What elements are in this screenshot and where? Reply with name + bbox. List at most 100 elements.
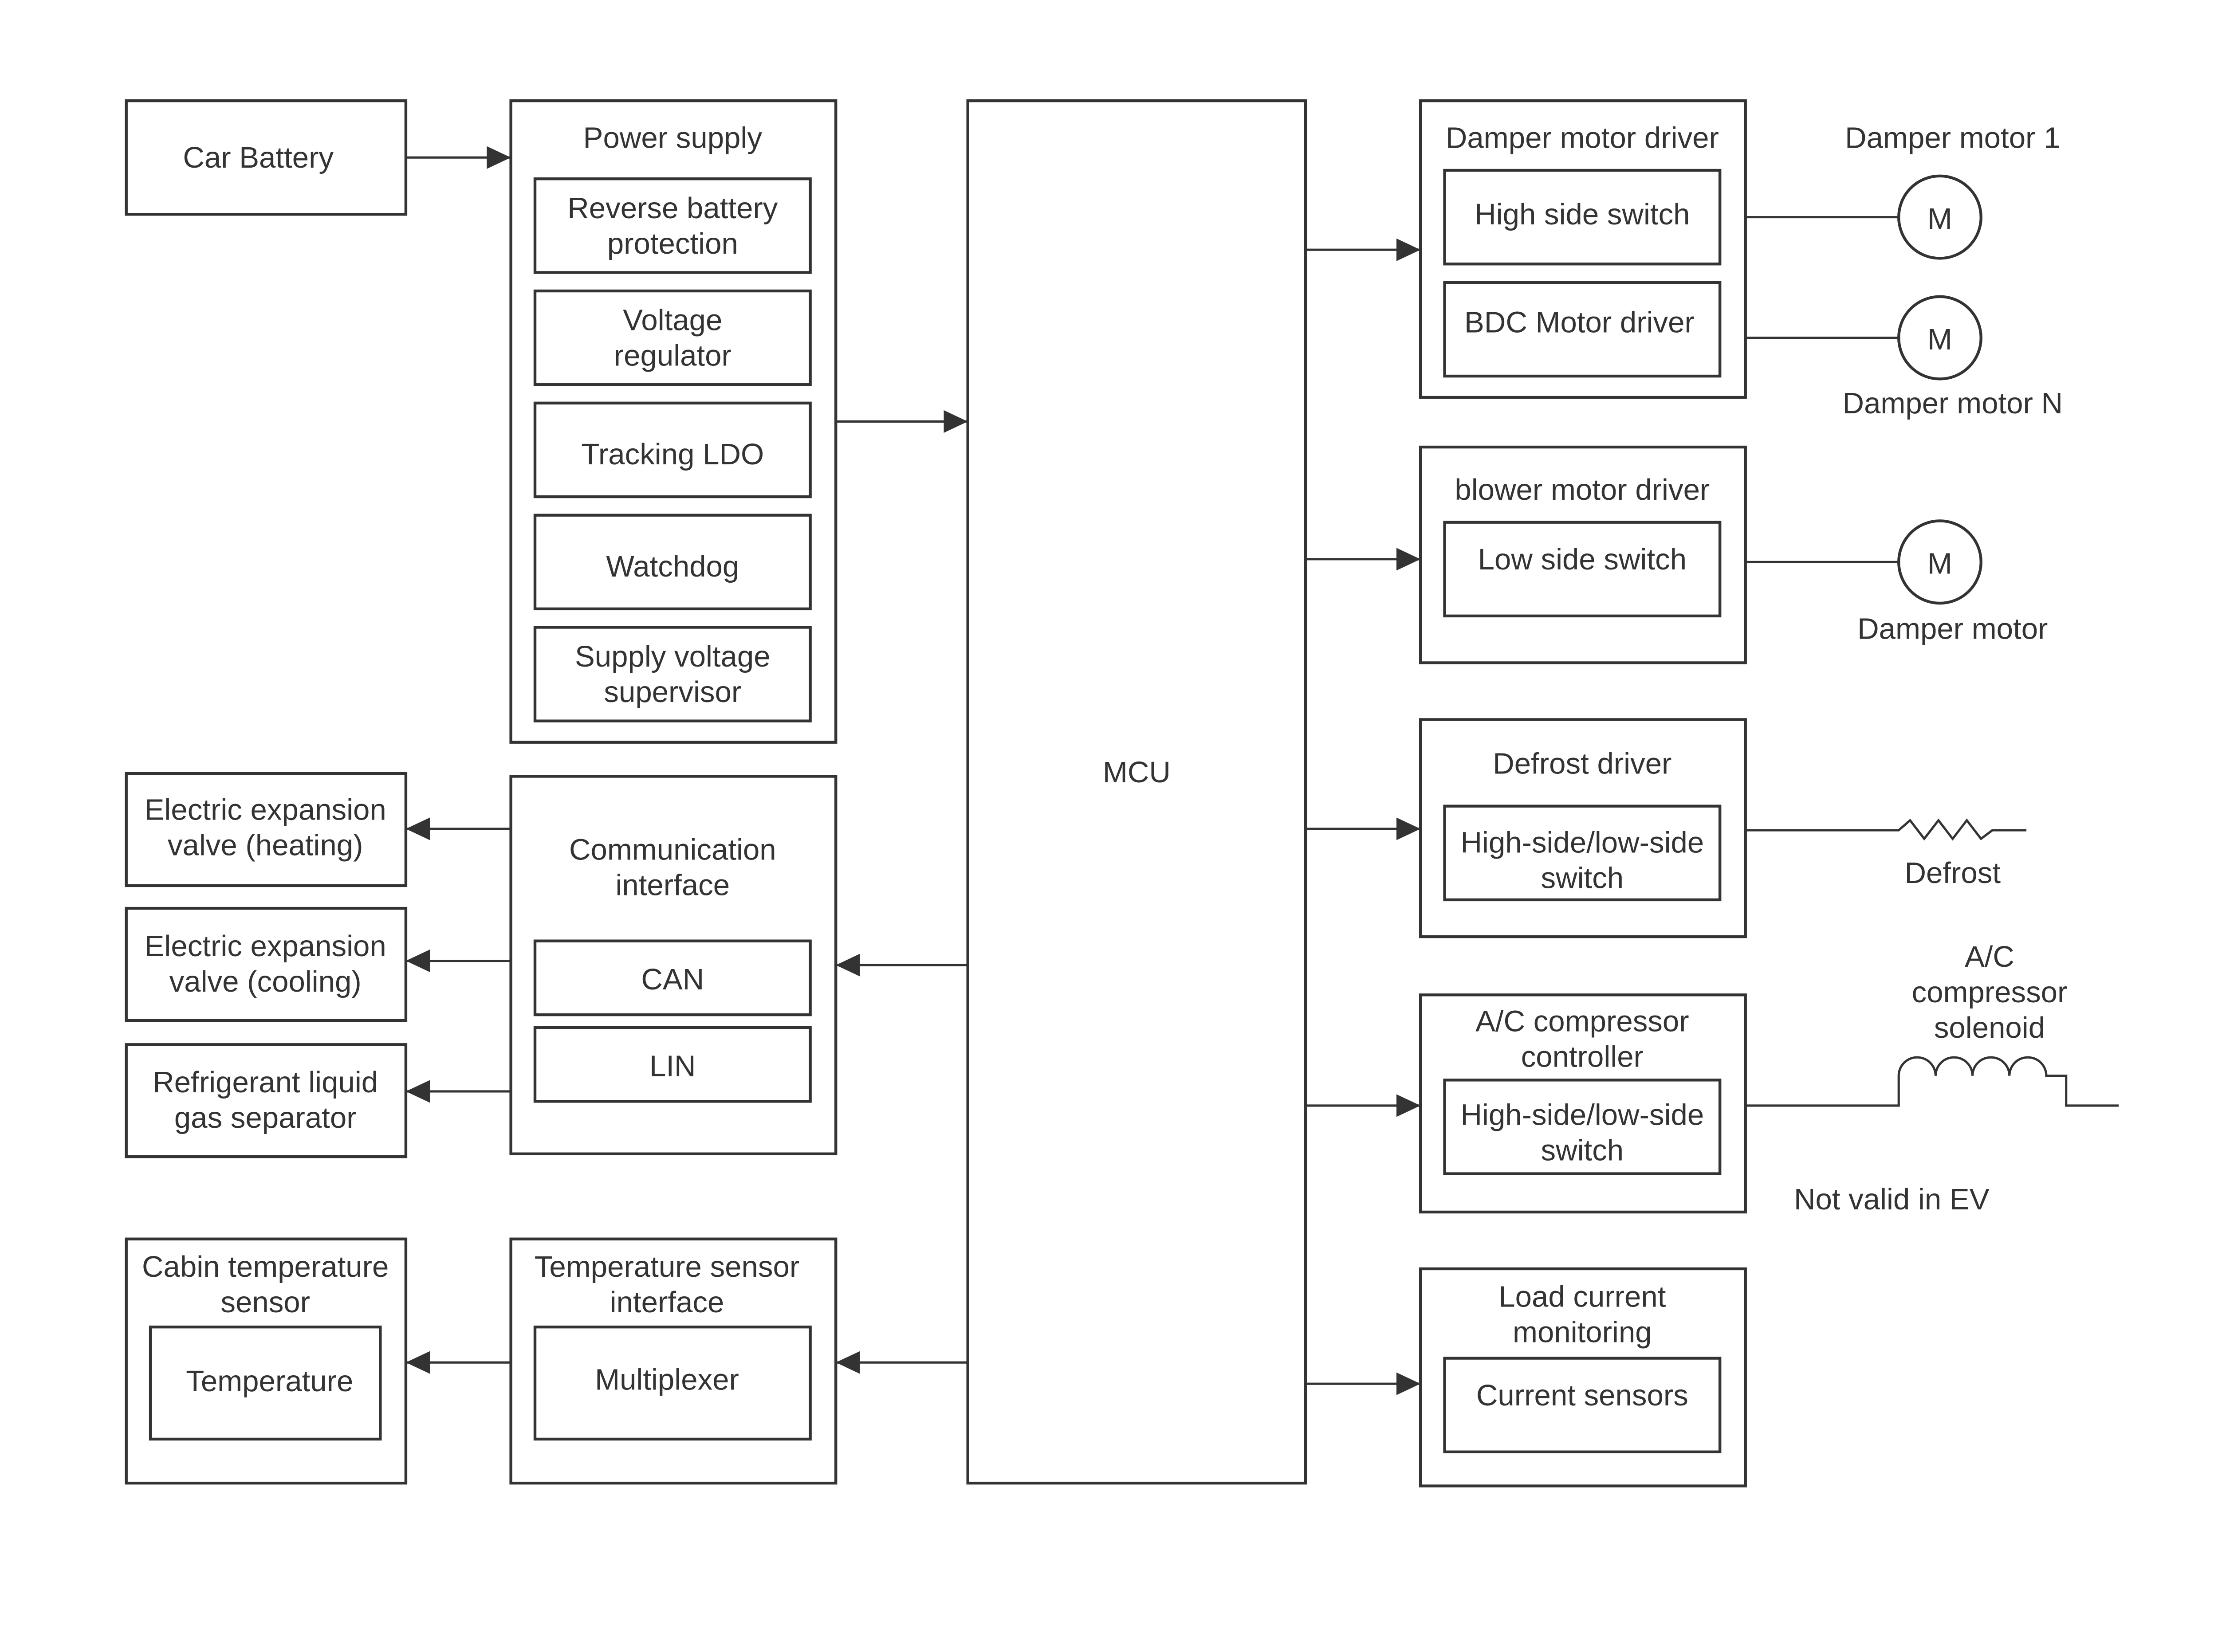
label-line: Load current xyxy=(1498,1280,1666,1313)
low-side-switch-label: Low side switch xyxy=(1478,542,1687,576)
label-line: Multiplexer xyxy=(595,1363,739,1396)
label-line: Damper motor xyxy=(1857,612,2048,645)
label-line: gas separator xyxy=(174,1101,357,1134)
damper-motor-n-label: Damper motor N xyxy=(1843,386,2063,420)
defrost-switch-box xyxy=(1443,804,1722,902)
label-line: Defrost xyxy=(1905,856,2001,890)
label-line: Supply voltage xyxy=(575,640,771,673)
blower-damper-motor: M Damper motor xyxy=(1745,519,2048,645)
tracking-ldo-label: Tracking LDO xyxy=(581,438,764,471)
damper-motor-n: M Damper motor N xyxy=(1745,295,2063,420)
can-label: CAN xyxy=(641,963,704,996)
tracking-ldo-box xyxy=(533,401,812,498)
label-line: protection xyxy=(607,227,738,260)
defrost-driver-title: Defrost driver xyxy=(1493,747,1671,780)
label-line: Cabin temperature xyxy=(142,1250,389,1283)
blower-motor-driver-title: blower motor driver xyxy=(1455,473,1710,506)
multiplexer-box xyxy=(533,1325,812,1441)
label-line: regulator xyxy=(614,339,731,372)
label-line: monitoring xyxy=(1513,1315,1652,1349)
resistor-icon xyxy=(1745,818,2027,841)
label-line: M xyxy=(1927,202,1952,235)
label-line: valve (cooling) xyxy=(169,965,362,998)
can-box xyxy=(533,939,812,1016)
current-sensors-label: Current sensors xyxy=(1476,1378,1688,1412)
supply-voltage-supervisor-box xyxy=(533,626,812,722)
high-side-switch-box xyxy=(1443,169,1722,266)
motor-symbol: M xyxy=(1927,322,1952,356)
motor-icon xyxy=(1897,295,1982,381)
label-line: Car Battery xyxy=(183,141,334,174)
label-line: Electric expansion xyxy=(145,793,386,826)
label-line: valve (heating) xyxy=(168,828,363,862)
watchdog-box xyxy=(533,514,812,611)
voltage-regulator-box xyxy=(533,289,812,386)
defrost-label: Defrost xyxy=(1905,856,2001,890)
inductor-icon xyxy=(1745,1056,2119,1107)
watchdog-label: Watchdog xyxy=(606,549,739,583)
label-line: interface xyxy=(610,1286,724,1319)
motor-symbol: M xyxy=(1927,547,1952,580)
damper-motor-1: M Damper motor 1 xyxy=(1745,121,2060,260)
temperature-box xyxy=(149,1325,382,1441)
temperature-label: Temperature xyxy=(186,1364,353,1397)
not-valid-in-ev-label: Not valid in EV xyxy=(1794,1183,1990,1216)
label-line: Not valid in EV xyxy=(1794,1183,1990,1216)
blower-motor-driver-block: blower motor driver Low side switch xyxy=(1419,445,1747,664)
label-line: interface xyxy=(615,868,730,902)
label-line: LIN xyxy=(649,1049,696,1083)
bdc-motor-driver-label: BDC Motor driver xyxy=(1464,306,1695,339)
label-line: M xyxy=(1927,322,1952,356)
power-supply-title: Power supply xyxy=(583,121,763,154)
mcu-label: MCU xyxy=(1103,755,1171,789)
label-line: Damper motor N xyxy=(1843,386,2063,420)
label-line: High side switch xyxy=(1475,198,1690,231)
label-line: High-side/low-side xyxy=(1460,1098,1704,1131)
current-sensors-box xyxy=(1443,1357,1722,1453)
label-line: MCU xyxy=(1103,755,1171,789)
mcu-block: MCU xyxy=(966,99,1307,1485)
label-line: Damper motor 1 xyxy=(1845,121,2060,154)
label-line: CAN xyxy=(641,963,704,996)
label-line: compressor xyxy=(1912,975,2068,1008)
lin-label: LIN xyxy=(649,1049,696,1083)
damper-motor-1-label: Damper motor 1 xyxy=(1845,121,2060,154)
label-line: Tracking LDO xyxy=(581,438,764,471)
car-battery-label: Car Battery xyxy=(183,141,334,174)
label-line: Communication xyxy=(569,833,776,866)
label-line: switch xyxy=(1541,1134,1624,1167)
car-battery-block: Car Battery xyxy=(125,99,408,216)
label-line: solenoid xyxy=(1934,1011,2045,1044)
label-line: Damper motor driver xyxy=(1446,121,1719,154)
label-line: Temperature sensor xyxy=(535,1250,799,1283)
label-line: Voltage xyxy=(623,303,722,337)
high-side-switch-label: High side switch xyxy=(1475,198,1690,231)
multiplexer-label: Multiplexer xyxy=(595,1363,739,1396)
label-line: Refrigerant liquid xyxy=(153,1066,378,1099)
label-line: Electric expansion xyxy=(145,929,386,962)
label-line: A/C compressor xyxy=(1475,1005,1689,1038)
damper-motor-label: Damper motor xyxy=(1857,612,2048,645)
motor-icon xyxy=(1897,519,1982,605)
label-line: A/C xyxy=(1965,940,2014,973)
